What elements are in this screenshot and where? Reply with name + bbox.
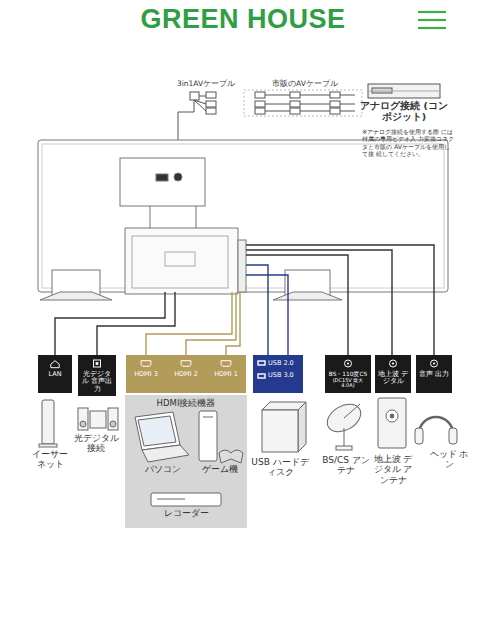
node-text: USB ハードディスク bbox=[250, 457, 310, 478]
port-box: HDMI 3 bbox=[126, 355, 166, 393]
node-text: 光デジタル 音声出力 bbox=[80, 371, 114, 393]
port-box: 音声 出力 bbox=[416, 355, 452, 393]
coax-icon bbox=[341, 358, 355, 369]
node-text: 音声 出力 bbox=[418, 371, 450, 378]
port-box: HDMI 1 bbox=[206, 355, 246, 393]
cable-label: 3in1AVケーブル bbox=[166, 79, 246, 88]
node-text: BS・110度CS bbox=[327, 371, 369, 378]
port-box: LAN bbox=[38, 355, 72, 393]
port-box: BS・110度CS(DC15V 最大4.0A) bbox=[325, 355, 371, 393]
port-box: 光デジタル 音声出力 bbox=[78, 355, 116, 396]
device-label: 光デジタル 接続 bbox=[68, 433, 124, 454]
coax-icon bbox=[386, 358, 400, 369]
node-text: ヘッド ホン bbox=[426, 449, 472, 470]
port-box: HDMI 2 bbox=[166, 355, 206, 393]
node-text: USB 2.0 bbox=[268, 360, 301, 367]
device-label: ヘッド ホン bbox=[424, 449, 474, 470]
hdmi-device-panel: HDMI接続機器パソコンゲーム機レコーダー bbox=[125, 395, 247, 528]
node-text: ゲーム機 bbox=[195, 465, 245, 475]
usb-port-box: USB 2.0USB 3.0 bbox=[253, 355, 303, 393]
node-subtext: USB 3.0 bbox=[268, 372, 301, 379]
node-text: HDMI 2 bbox=[168, 371, 204, 378]
node-text: LAN bbox=[40, 371, 70, 378]
coax-icon bbox=[427, 358, 441, 369]
usb-icon bbox=[257, 360, 266, 386]
port-wires bbox=[55, 245, 434, 355]
node-text: HDMI 1 bbox=[208, 371, 244, 378]
cable-label: 市販のAVケーブル bbox=[250, 79, 360, 88]
node-text: 地上波 デジタル アンテナ bbox=[372, 454, 414, 485]
node-text: 光デジタル 接続 bbox=[70, 433, 122, 454]
node-text: イーサー ネット bbox=[30, 449, 70, 470]
port-box: 地上波 デジタル bbox=[375, 355, 411, 393]
node-text: HDMI接続機器 bbox=[127, 399, 245, 409]
node-text: アナログ接続 (コンポジット) bbox=[358, 101, 450, 123]
hdmi-icon bbox=[179, 358, 193, 369]
device-label: パソコン bbox=[131, 465, 195, 479]
optical-icon bbox=[90, 358, 104, 369]
lan-icon bbox=[48, 358, 62, 369]
device-label: ゲーム機 bbox=[193, 465, 247, 479]
hdmi-icon bbox=[139, 358, 153, 369]
node-text: 地上波 デジタル bbox=[377, 371, 409, 386]
hdmi-icon bbox=[219, 358, 233, 369]
note-text: ※アナログ接続を使用する際 には付属の専用ビデオ入 力変換コネクタと市販の AV… bbox=[362, 128, 454, 158]
device-label: イーサー ネット bbox=[28, 449, 72, 470]
node-text: HDMI 3 bbox=[128, 371, 164, 378]
device-label: 地上波 デジタル アンテナ bbox=[370, 454, 416, 485]
node-text: BS/CS アンテナ bbox=[320, 455, 372, 476]
device-label: BS/CS アンテナ bbox=[318, 455, 374, 476]
device-label: USB ハードディスク bbox=[248, 457, 312, 478]
site-title: GREEN HOUSE bbox=[0, 4, 486, 35]
node-subtext: (DC15V 最大4.0A) bbox=[327, 378, 369, 390]
node-text: パソコン bbox=[133, 465, 193, 475]
analog-device bbox=[368, 84, 440, 98]
node-text: レコーダー bbox=[147, 509, 225, 519]
menu-icon bbox=[418, 12, 446, 28]
tv-back bbox=[38, 140, 448, 300]
device-label: アナログ接続 (コンポジット) bbox=[356, 101, 452, 125]
device-label: レコーダー bbox=[145, 509, 227, 523]
